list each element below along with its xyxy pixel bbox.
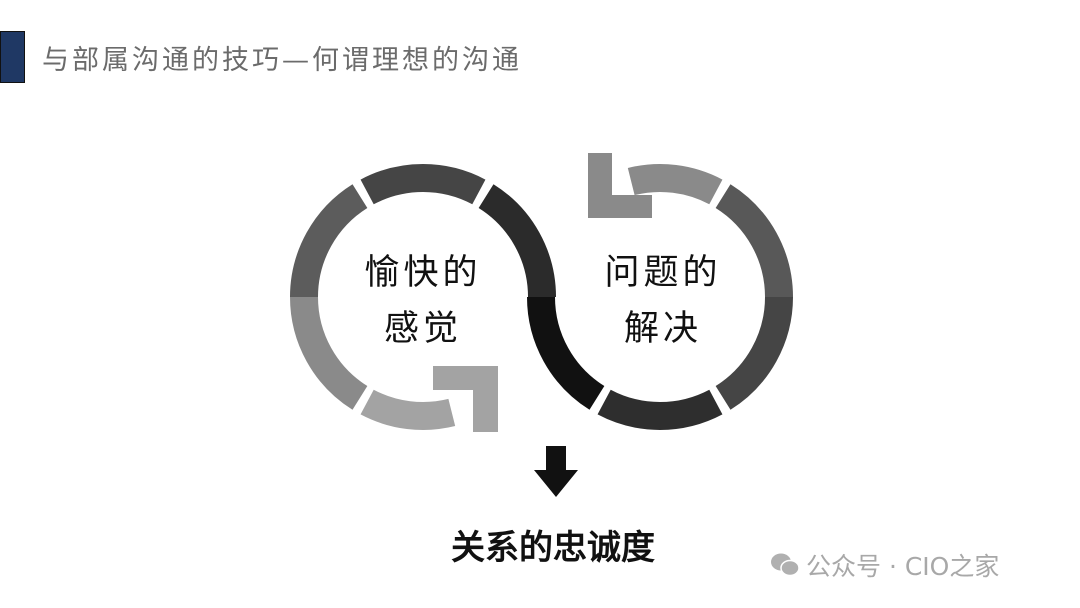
left-ring-segment <box>360 164 486 205</box>
left-cycle-arrowhead <box>433 366 498 432</box>
right-ring-segment <box>527 296 605 410</box>
left-ring-segment <box>290 296 368 410</box>
left-ring-segment <box>290 184 368 298</box>
watermark: 公众号 · CIO之家 <box>770 547 999 583</box>
right-circle-line2: 解决 <box>623 309 702 349</box>
left-circle-line2: 感觉 <box>383 309 462 349</box>
title-accent-bar <box>0 31 25 83</box>
right-ring-segment <box>715 184 793 298</box>
right-ring-segment <box>715 296 793 410</box>
right-cycle-arrowhead <box>588 153 652 218</box>
right-circle-line1: 问题的 <box>604 253 722 293</box>
right-circle-label: 问题的 解决 <box>583 245 743 357</box>
right-ring-segment <box>627 164 723 205</box>
wechat-icon <box>771 553 800 577</box>
left-circle-label: 愉快的 感觉 <box>343 245 503 357</box>
left-ring-segment <box>478 184 556 298</box>
result-text: 关系的忠诚度 <box>451 528 655 568</box>
left-ring-segment <box>360 389 456 430</box>
down-arrow-icon <box>534 446 578 497</box>
watermark-text: 公众号 · CIO之家 <box>806 552 1000 581</box>
left-circle-line1: 愉快的 <box>364 253 482 293</box>
right-ring-segment <box>597 389 723 430</box>
slide-title: 与部属沟通的技巧—何谓理想的沟通 <box>42 45 522 76</box>
